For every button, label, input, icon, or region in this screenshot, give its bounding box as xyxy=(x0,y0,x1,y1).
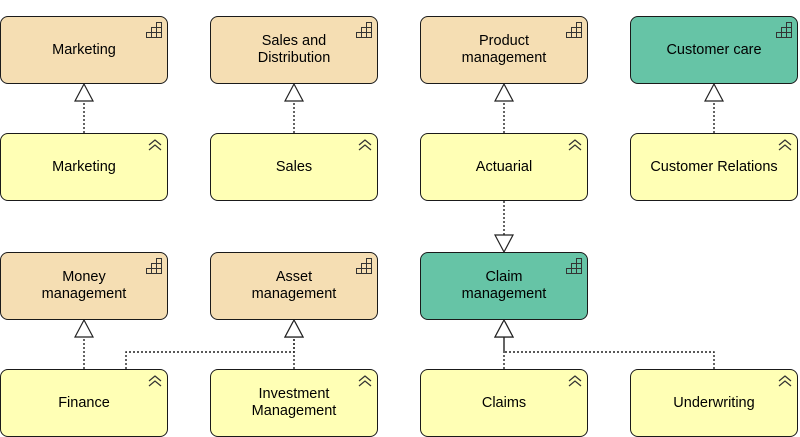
realization-edge-fn-customer-relations-to-cap-customer-care[interactable] xyxy=(704,82,724,133)
node-cap-sales-distribution[interactable]: Sales and Distribution xyxy=(210,16,378,84)
node-fn-actuarial[interactable]: Actuarial xyxy=(420,133,588,201)
node-label: Marketing xyxy=(52,158,116,175)
node-label: Underwriting xyxy=(673,394,755,411)
node-cap-money-management[interactable]: Money management xyxy=(0,252,168,320)
chevron-up-icon xyxy=(777,138,793,157)
arrowhead-icon xyxy=(74,318,94,338)
grid-icon xyxy=(565,257,583,280)
node-fn-marketing[interactable]: Marketing xyxy=(0,133,168,201)
node-label: Product management xyxy=(461,33,547,66)
node-label: Customer care xyxy=(666,41,762,58)
node-fn-underwriting[interactable]: Underwriting xyxy=(630,369,798,437)
realization-edge-fn-actuarial-to-cap-claim-management[interactable] xyxy=(494,201,514,254)
chevron-up-icon xyxy=(567,374,583,393)
grid-icon xyxy=(145,21,163,44)
realization-edge-fn-finance-to-cap-money-management[interactable] xyxy=(74,318,94,369)
node-label: Finance xyxy=(58,394,110,411)
node-label: Claim management xyxy=(461,269,547,302)
realization-edge-fn-underwriting-to-cap-claim-management[interactable] xyxy=(494,318,715,369)
arrowhead-icon xyxy=(74,82,94,102)
arrowhead-icon xyxy=(494,82,514,102)
arrowhead-icon xyxy=(284,82,304,102)
chevron-up-icon xyxy=(147,374,163,393)
node-cap-claim-management[interactable]: Claim management xyxy=(420,252,588,320)
arrowhead-icon xyxy=(494,318,514,338)
grid-icon xyxy=(565,21,583,44)
grid-icon xyxy=(355,257,373,280)
realization-edge-fn-sales-to-cap-sales-distribution[interactable] xyxy=(284,82,304,133)
node-cap-customer-care[interactable]: Customer care xyxy=(630,16,798,84)
node-fn-investment-management[interactable]: Investment Management xyxy=(210,369,378,437)
chevron-up-icon xyxy=(147,138,163,157)
node-cap-marketing[interactable]: Marketing xyxy=(0,16,168,84)
node-fn-customer-relations[interactable]: Customer Relations xyxy=(630,133,798,201)
node-fn-claims[interactable]: Claims xyxy=(420,369,588,437)
node-label: Actuarial xyxy=(475,158,533,175)
realization-edge-fn-finance-to-cap-asset-management[interactable] xyxy=(125,318,304,369)
node-cap-asset-management[interactable]: Asset management xyxy=(210,252,378,320)
node-label: Marketing xyxy=(52,41,116,58)
node-label: Customer Relations xyxy=(650,158,778,175)
grid-icon xyxy=(145,257,163,280)
node-label: Money management xyxy=(41,269,127,302)
realization-edge-fn-actuarial-to-cap-product-management[interactable] xyxy=(494,82,514,133)
chevron-up-icon xyxy=(357,374,373,393)
chevron-up-icon xyxy=(567,138,583,157)
node-label: Sales and Distribution xyxy=(257,33,331,66)
arrowhead-icon xyxy=(494,234,514,254)
node-label: Asset management xyxy=(251,269,337,302)
node-label: Sales xyxy=(275,158,313,175)
node-label: Investment Management xyxy=(251,386,337,419)
arrowhead-icon xyxy=(704,82,724,102)
node-fn-sales[interactable]: Sales xyxy=(210,133,378,201)
chevron-up-icon xyxy=(777,374,793,393)
realization-edge-fn-marketing-to-cap-marketing[interactable] xyxy=(74,82,94,133)
realization-edge-fn-investment-management-to-cap-asset-management[interactable] xyxy=(284,318,304,369)
chevron-up-icon xyxy=(357,138,373,157)
arrowhead-icon xyxy=(284,318,304,338)
node-fn-finance[interactable]: Finance xyxy=(0,369,168,437)
grid-icon xyxy=(355,21,373,44)
grid-icon xyxy=(775,21,793,44)
node-label: Claims xyxy=(481,394,527,411)
node-cap-product-management[interactable]: Product management xyxy=(420,16,588,84)
